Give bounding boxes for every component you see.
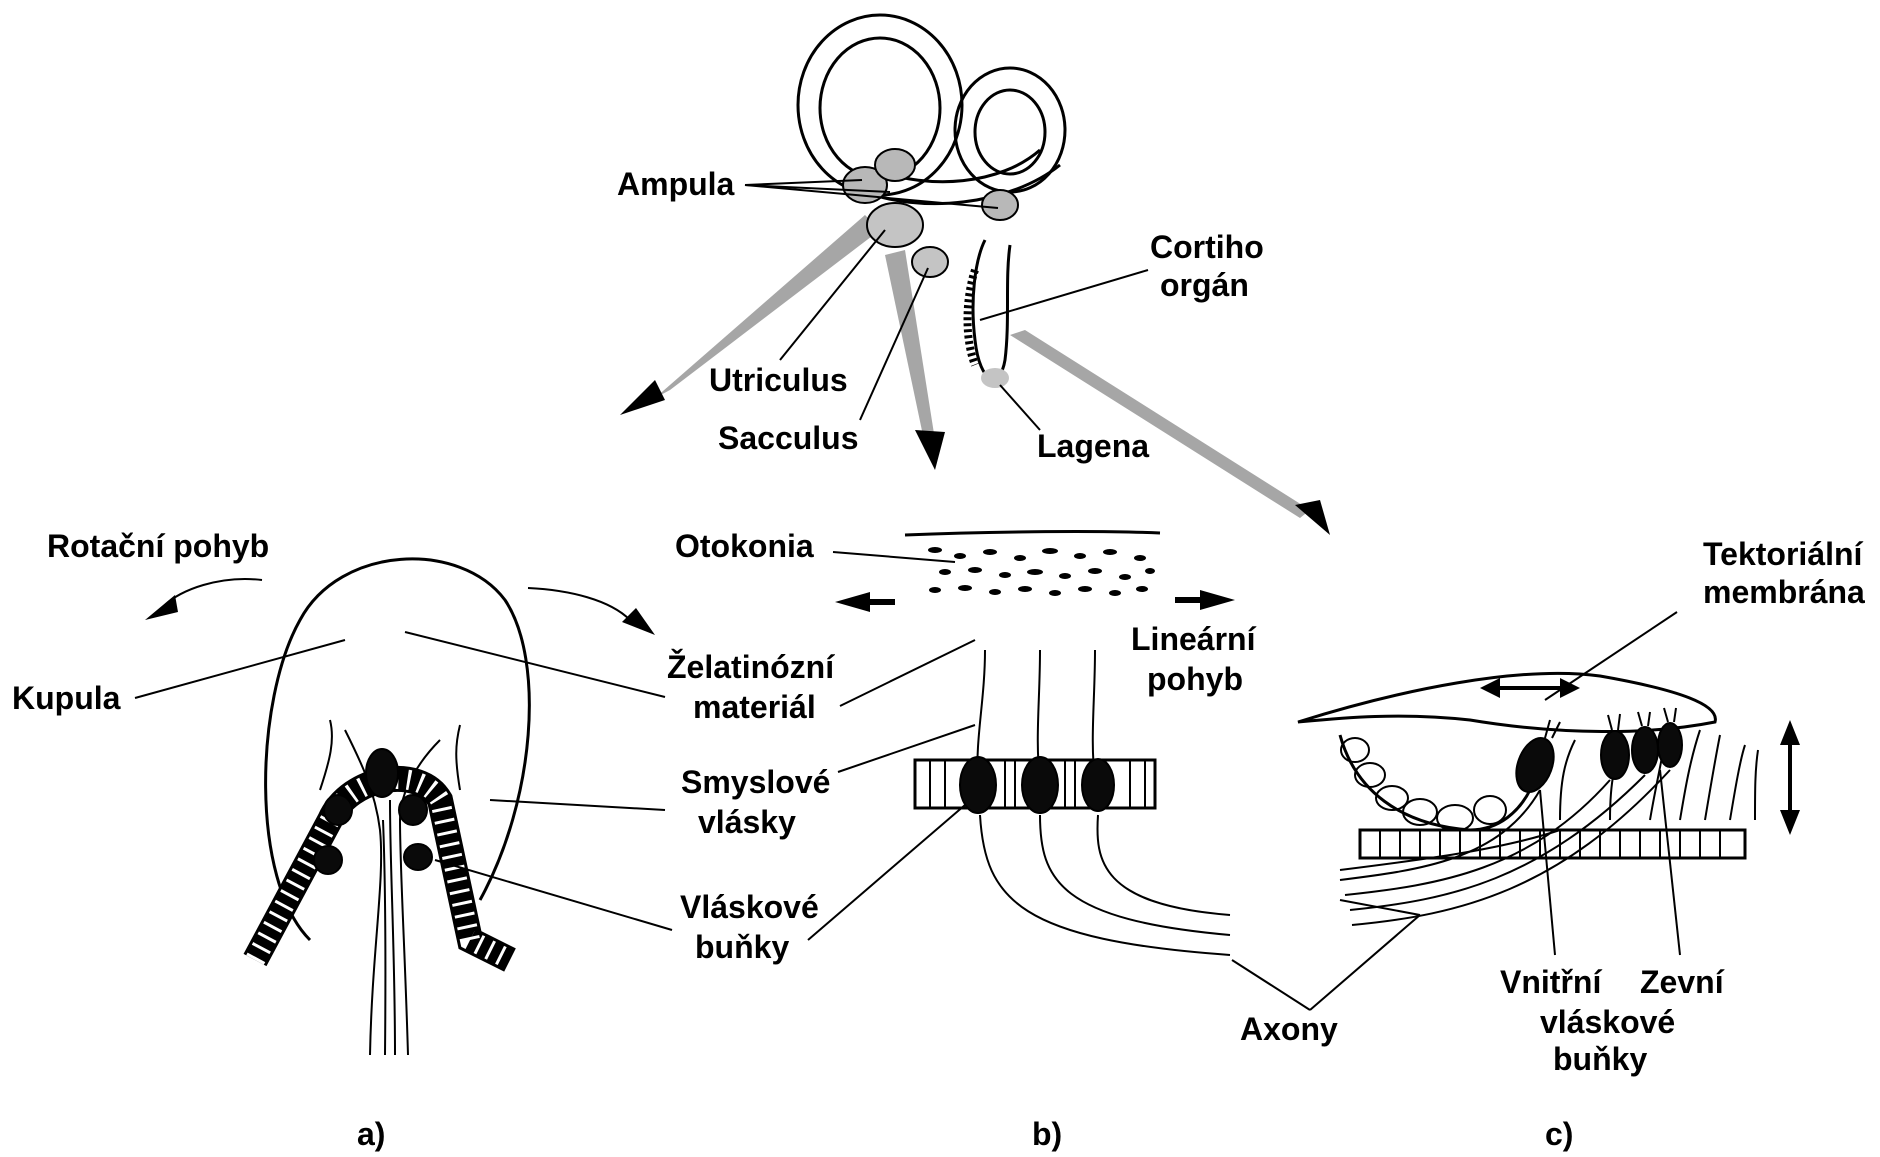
label-material: materiál <box>693 689 816 725</box>
panel-a-cupula <box>145 559 655 1055</box>
otoconia-particles <box>928 547 1155 596</box>
sacculus-sac <box>912 247 948 277</box>
linear-arrow-right <box>1200 590 1235 610</box>
label-vnitrni: Vnitřní <box>1500 964 1602 1000</box>
label-tektorialni: Tektoriální <box>1703 536 1864 572</box>
rotation-arrow-left <box>145 595 178 620</box>
hair-cell-a3 <box>314 846 342 874</box>
arrowhead-sacculus <box>915 430 945 470</box>
label-bunky-c: buňky <box>1553 1041 1647 1077</box>
caption-c: c) <box>1545 1116 1573 1152</box>
label-axony: Axony <box>1240 1011 1338 1047</box>
inner-hair-cell <box>1509 733 1560 797</box>
hair-cell-a5 <box>404 844 432 870</box>
otolith-membrane-top <box>905 532 1160 535</box>
label-smyslove: Smyslové <box>681 764 830 800</box>
label-pohyb: pohyb <box>1147 661 1243 697</box>
hair-cell-a2 <box>324 795 352 825</box>
label-cortiho: Cortiho <box>1150 229 1264 265</box>
caption-b: b) <box>1032 1116 1062 1152</box>
posterior-canal-inner <box>975 90 1045 174</box>
label-vlaskove-c: vláskové <box>1540 1004 1675 1040</box>
label-zevni: Zevní <box>1640 964 1725 1000</box>
arrowhead-utriculus <box>620 380 665 415</box>
label-rotacni-pohyb: Rotační pohyb <box>47 528 269 564</box>
label-ampula: Ampula <box>617 166 735 202</box>
hair-cell-b3 <box>1082 759 1114 811</box>
tectorial-membrane <box>1298 673 1715 731</box>
hair-cell-b2 <box>1022 757 1058 813</box>
label-sacculus: Sacculus <box>718 420 859 456</box>
label-lagena: Lagena <box>1037 428 1149 464</box>
label-bunky: buňky <box>695 929 789 965</box>
label-otokonia: Otokonia <box>675 528 814 564</box>
ampula-3 <box>982 190 1018 220</box>
rotation-arrow-right <box>622 608 655 635</box>
ampula-2 <box>875 149 915 181</box>
label-membrana: membrána <box>1703 574 1865 610</box>
linear-arrow-left <box>835 592 870 612</box>
panel-b-otolith <box>835 532 1235 955</box>
outer-hair-cell-3 <box>1658 723 1682 767</box>
basilar-membrane <box>1360 830 1745 858</box>
label-vlasky: vlásky <box>698 804 796 840</box>
label-zelatinozni: Želatinózní <box>667 649 835 685</box>
label-kupula: Kupula <box>12 680 121 716</box>
outer-hair-cell-1 <box>1601 731 1629 779</box>
outer-hair-cell-2 <box>1632 727 1658 773</box>
cochlear-duct <box>973 240 1010 379</box>
lagena-bulb <box>981 368 1009 388</box>
hair-cell-a1 <box>366 749 398 797</box>
hair-cell-b1 <box>960 757 996 813</box>
label-organ: orgán <box>1160 267 1249 303</box>
label-vlaskove: Vláskové <box>680 889 819 925</box>
lagena-nerve <box>1010 330 1310 518</box>
label-linearni: Lineární <box>1131 621 1257 657</box>
label-utriculus: Utriculus <box>709 362 848 398</box>
hair-cell-a4 <box>399 795 427 825</box>
caption-a: a) <box>357 1116 385 1152</box>
